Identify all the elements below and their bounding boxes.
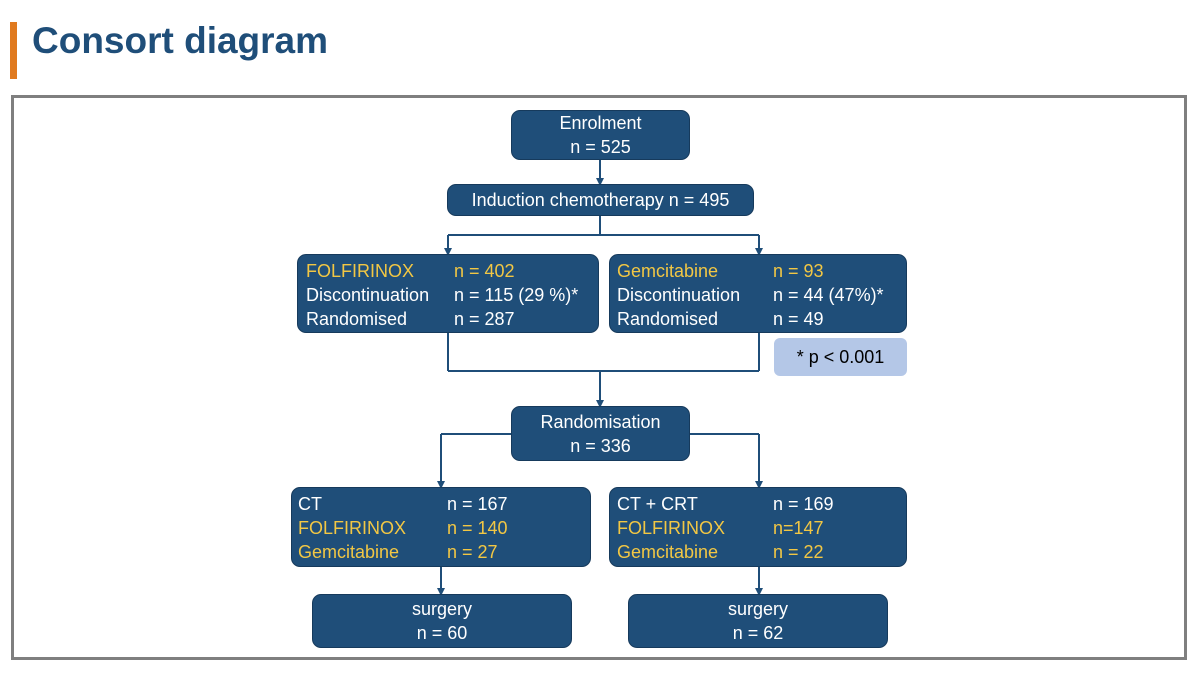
ct-row: CT n = 167	[298, 492, 590, 516]
ctcrt-gemcitabine-label: Gemcitabine	[617, 542, 719, 562]
randomised-label: Randomised	[306, 309, 408, 329]
randomised-row: Randomised n = 287	[306, 307, 598, 331]
discontinuation-label: Discontinuation	[306, 285, 430, 305]
ctcrt-folfirinox-label: FOLFIRINOX	[617, 518, 726, 538]
randomised-value: n = 287	[454, 309, 515, 329]
discontinuation-row: Discontinuation n = 44 (47%)*	[617, 283, 906, 307]
surgery-right-box: surgery n = 62	[628, 594, 888, 648]
randomisation-value: n = 336	[570, 435, 631, 456]
ctcrt-folfirinox-row: FOLFIRINOX n=147	[617, 516, 906, 540]
surgery-left-value: n = 60	[416, 623, 468, 643]
ctcrt-gemcitabine-value: n = 22	[773, 542, 824, 562]
ctcrt-label: CT + CRT	[617, 494, 698, 514]
randomised-value: n = 49	[773, 309, 824, 329]
folfirinox-label: FOLFIRINOX	[306, 261, 415, 281]
ct-folfirinox-label: FOLFIRINOX	[298, 518, 407, 538]
folfirinox-arm-box: FOLFIRINOX n = 402 Discontinuation n = 1…	[297, 254, 599, 333]
ctcrt-value: n = 169	[773, 494, 834, 514]
enrolment-label: Enrolment	[559, 113, 642, 133]
randomisation-label: Randomisation	[540, 411, 661, 432]
randomisation-box: Randomisation n = 336	[511, 406, 690, 461]
surgery-right-label: surgery	[727, 599, 789, 619]
folfirinox-row: FOLFIRINOX n = 402	[306, 259, 598, 283]
ct-arm-box: CT n = 167 FOLFIRINOX n = 140 Gemcitabin…	[291, 487, 591, 567]
discontinuation-label: Discontinuation	[617, 285, 741, 305]
ctcrt-folfirinox-value: n=147	[773, 518, 824, 538]
p-value-note: * p < 0.001	[774, 338, 907, 376]
discontinuation-row: Discontinuation n = 115 (29 %)*	[306, 283, 598, 307]
ct-label: CT	[298, 494, 322, 514]
ct-gemcitabine-label: Gemcitabine	[298, 542, 400, 562]
ctcrt-gemcitabine-row: Gemcitabine n = 22	[617, 540, 906, 564]
enrolment-box: Enrolment n = 525	[511, 110, 690, 160]
induction-label: Induction chemotherapy n = 495	[471, 190, 730, 210]
induction-box: Induction chemotherapy n = 495	[447, 184, 754, 216]
ctcrt-row: CT + CRT n = 169	[617, 492, 906, 516]
ct-value: n = 167	[447, 494, 508, 514]
page-title: Consort diagram	[32, 20, 329, 61]
gemcitabine-row: Gemcitabine n = 93	[617, 259, 906, 283]
ct-folfirinox-row: FOLFIRINOX n = 140	[298, 516, 590, 540]
ctcrt-arm-box: CT + CRT n = 169 FOLFIRINOX n=147 Gemcit…	[609, 487, 907, 567]
gemcitabine-label: Gemcitabine	[617, 261, 719, 281]
gemcitabine-value: n = 93	[773, 261, 824, 281]
ct-folfirinox-value: n = 140	[447, 518, 508, 538]
surgery-right-value: n = 62	[732, 623, 784, 643]
enrolment-value: n = 525	[570, 137, 631, 157]
surgery-left-label: surgery	[411, 599, 473, 619]
discontinuation-value: n = 44 (47%)*	[773, 285, 884, 305]
randomised-label: Randomised	[617, 309, 719, 329]
ct-gemcitabine-row: Gemcitabine n = 27	[298, 540, 590, 564]
randomised-row: Randomised n = 49	[617, 307, 906, 331]
discontinuation-value: n = 115 (29 %)*	[454, 285, 579, 305]
diagram-frame	[11, 95, 1187, 660]
ct-gemcitabine-value: n = 27	[447, 542, 498, 562]
title-accent-bar	[10, 22, 17, 79]
surgery-left-box: surgery n = 60	[312, 594, 572, 648]
gemcitabine-arm-box: Gemcitabine n = 93 Discontinuation n = 4…	[609, 254, 907, 333]
folfirinox-value: n = 402	[454, 261, 515, 281]
